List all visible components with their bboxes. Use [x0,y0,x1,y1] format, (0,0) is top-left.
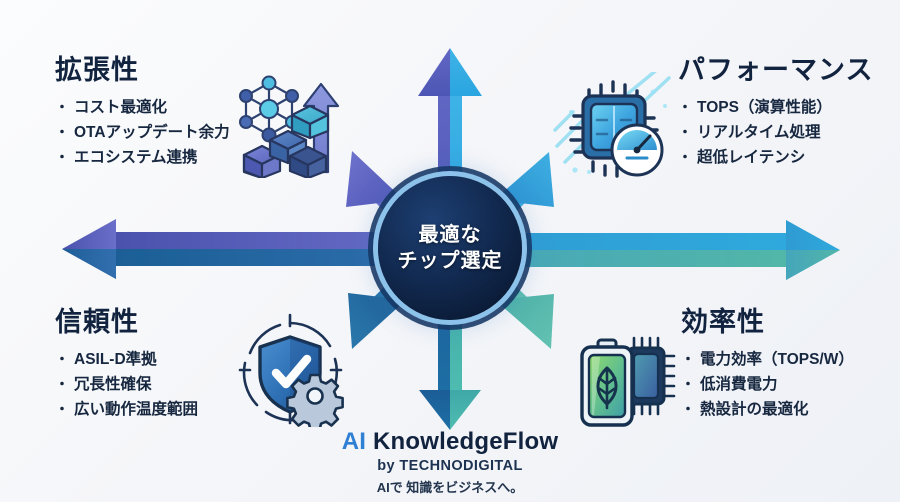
bullet-marker: ・ [681,375,695,392]
bullet-marker: ・ [55,98,69,115]
bullet-text: TOPS（演算性能） [697,98,832,116]
bullet-text: エコシステム連携 [74,148,198,166]
quadrant-title-reliability: 信頼性 [55,307,139,337]
bullet-text: ASIL-D準拠 [74,350,157,368]
battery-leaf-chip-icon [572,326,680,430]
bullet-marker: ・ [678,98,692,115]
center-hub: 最適な チップ選定 [378,176,522,320]
list-item: ・ コスト最適化 [55,95,230,120]
list-item: ・ 超低レイテンシ [678,145,873,170]
quadrant-scalability: 拡張性 ・ コスト最適化 ・ OTAアップデート余力 ・ エコシステム連携 [55,55,230,170]
shield-check-gear-icon [232,313,348,432]
list-item: ・ 熱設計の最適化 [681,397,854,422]
brand-byline: by TECHNODIGITAL [377,457,523,474]
bullet-marker: ・ [55,123,69,140]
arrow-right [450,220,840,280]
brand-name: AI KnowledgeFlow [0,428,900,456]
bullet-text: 超低レイテンシ [697,148,806,166]
quadrant-bullets-scalability: ・ コスト最適化 ・ OTAアップデート余力 ・ エコシステム連携 [55,95,230,170]
branding-block: AI KnowledgeFlow by TECHNODIGITAL AIで 知識… [0,428,900,496]
bullet-marker: ・ [678,148,692,165]
list-item: ・ ASIL-D準拠 [55,347,198,372]
quadrant-title-performance: パフォーマンス [678,55,874,85]
bullet-text: 低消費電力 [700,375,778,393]
bullet-text: リアルタイム処理 [697,123,821,141]
bullet-text: OTAアップデート余力 [74,123,230,141]
list-item: ・ 広い動作温度範囲 [55,397,198,422]
hub-line-2: チップ選定 [397,250,503,272]
bullet-marker: ・ [678,123,692,140]
bullet-marker: ・ [55,350,69,367]
bullet-text: 熱設計の最適化 [700,400,809,418]
quadrant-bullets-performance: ・ TOPS（演算性能） ・ リアルタイム処理 ・ 超低レイテンシ [678,95,873,170]
list-item: ・ TOPS（演算性能） [678,95,873,120]
quadrant-title-scalability: 拡張性 [55,55,139,85]
quadrant-reliability: 信頼性 ・ ASIL-D準拠 ・ 冗長性確保 ・ 広い動作温度範囲 [55,307,198,422]
list-item: ・ 冗長性確保 [55,372,198,397]
list-item: ・ リアルタイム処理 [678,120,873,145]
bullet-marker: ・ [681,350,695,367]
quadrant-performance: パフォーマンス ・ TOPS（演算性能） ・ リアルタイム処理 ・ 超低レイテン… [678,55,874,170]
bullet-marker: ・ [55,400,69,417]
list-item: ・ 電力効率（TOPS/W） [681,347,854,372]
quadrant-bullets-efficiency: ・ 電力効率（TOPS/W） ・ 低消費電力 ・ 熱設計の最適化 [681,347,854,422]
list-item: ・ OTAアップデート余力 [55,120,230,145]
bullet-marker: ・ [55,375,69,392]
quadrant-bullets-reliability: ・ ASIL-D準拠 ・ 冗長性確保 ・ 広い動作温度範囲 [55,347,198,422]
arrow-left [62,219,450,279]
bullet-text: 冗長性確保 [74,375,152,393]
network-cubes-growth-icon [228,60,344,180]
quadrant-efficiency: 効率性 ・ 電力効率（TOPS/W） ・ 低消費電力 ・ 熱設計の最適化 [681,307,854,422]
bullet-marker: ・ [681,400,695,417]
hub-line-1: 最適な [418,224,482,246]
bullet-text: 電力効率（TOPS/W） [700,350,854,368]
quadrant-title-efficiency: 効率性 [681,307,765,337]
bullet-text: 広い動作温度範囲 [74,400,199,418]
bullet-marker: ・ [55,148,69,165]
list-item: ・ 低消費電力 [681,372,854,397]
chip-speedometer-icon [553,66,677,186]
brand-name-accent: AI [341,428,367,455]
list-item: ・ エコシステム連携 [55,145,230,170]
brand-tagline: AIで 知識をビジネスへ。 [376,479,524,495]
bullet-text: コスト最適化 [74,98,168,116]
brand-name-rest: KnowledgeFlow [366,428,559,455]
